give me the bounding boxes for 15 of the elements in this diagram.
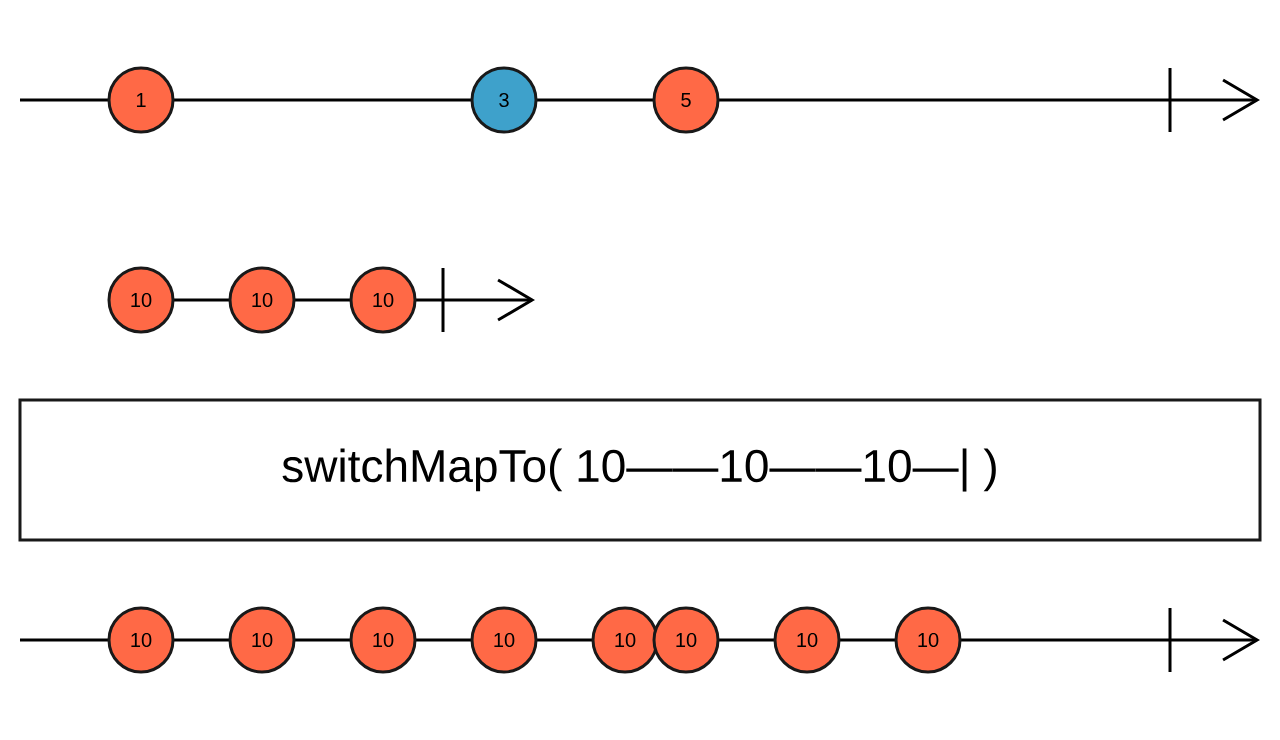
marble: 10 [107, 606, 175, 674]
marble: 10 [773, 606, 841, 674]
marble: 5 [652, 66, 720, 134]
marble: 10 [349, 266, 417, 334]
marble: 10 [652, 606, 720, 674]
marble: 1 [107, 66, 175, 134]
marble: 10 [470, 606, 538, 674]
marble: 10 [107, 266, 175, 334]
operator-box: switchMapTo( 10——10——10—| ) [18, 398, 1262, 542]
marble: 3 [470, 66, 538, 134]
marble: 10 [894, 606, 962, 674]
marble: 10 [228, 266, 296, 334]
marble: 10 [228, 606, 296, 674]
marble: 10 [591, 606, 659, 674]
marble: 10 [349, 606, 417, 674]
